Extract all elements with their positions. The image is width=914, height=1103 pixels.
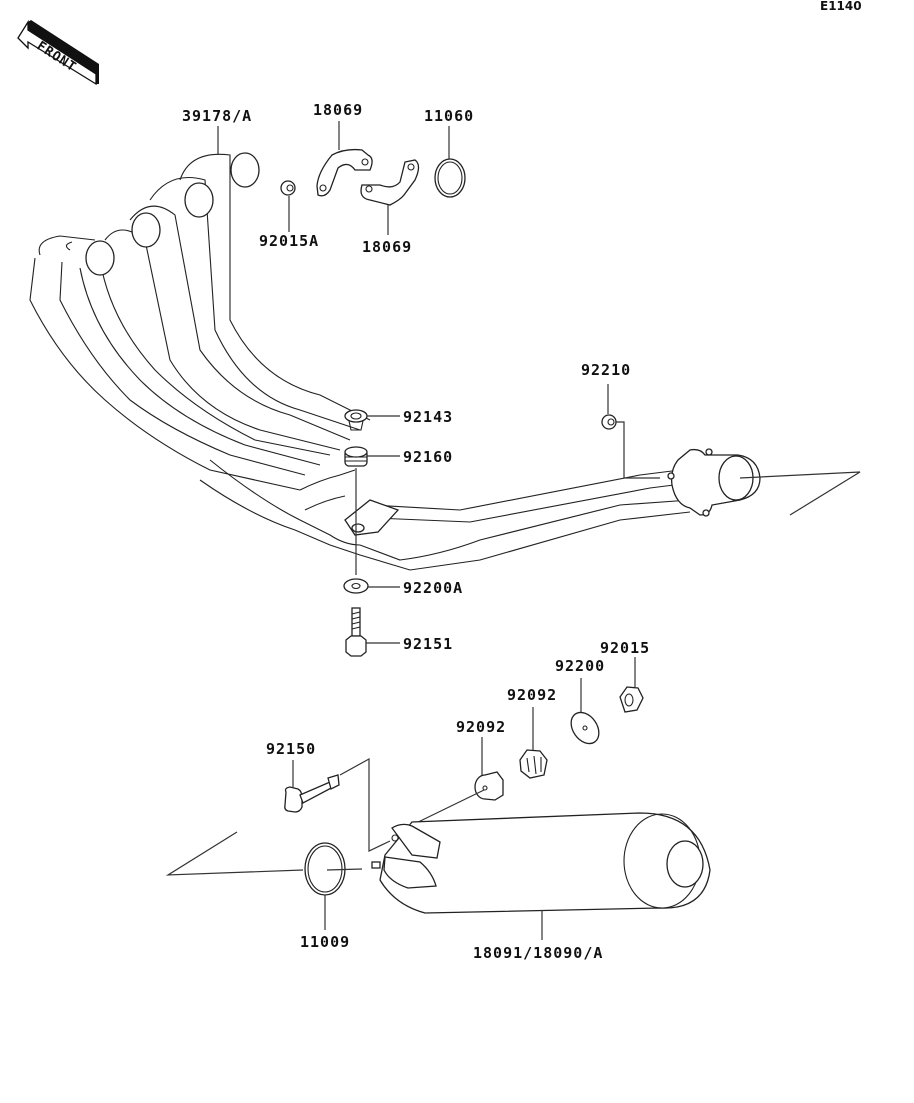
part-11060 xyxy=(434,126,466,198)
label-92150: 92150 xyxy=(266,740,316,758)
part-92143 xyxy=(344,409,400,431)
label-18091-18090A: 18091/18090/A xyxy=(473,944,603,962)
part-92200 xyxy=(570,678,600,745)
part-18069-upper xyxy=(316,121,373,197)
label-18069-upper: 18069 xyxy=(313,101,363,119)
part-92092-upper xyxy=(519,707,548,779)
label-39178: 39178/A xyxy=(182,107,252,125)
label-18069-lower: 18069 xyxy=(362,238,412,256)
diagram-code: E1140 xyxy=(820,0,862,13)
part-11009 xyxy=(165,831,363,930)
label-11060: 11060 xyxy=(424,107,474,125)
label-92015A: 92015A xyxy=(259,232,319,250)
part-92150 xyxy=(284,757,391,852)
collector-outlet xyxy=(667,448,861,517)
label-92092-lower: 92092 xyxy=(456,718,506,736)
part-92151 xyxy=(345,607,400,657)
part-92092-lower xyxy=(409,737,504,827)
header-pipes xyxy=(29,152,691,571)
label-11009: 11009 xyxy=(300,933,350,951)
part-92160 xyxy=(344,446,400,575)
label-92151: 92151 xyxy=(403,635,453,653)
label-92092-upper: 92092 xyxy=(507,686,557,704)
part-92015 xyxy=(619,657,644,713)
label-92143: 92143 xyxy=(403,408,453,426)
part-18069-lower xyxy=(360,159,420,235)
collector-clamp xyxy=(344,499,400,536)
label-92160: 92160 xyxy=(403,448,453,466)
part-muffler xyxy=(371,812,711,940)
part-92200A xyxy=(343,578,400,594)
label-92210: 92210 xyxy=(581,361,631,379)
label-92200A: 92200A xyxy=(403,579,463,597)
part-92210 xyxy=(601,384,660,479)
part-92015A xyxy=(280,180,296,232)
label-92015: 92015 xyxy=(600,639,650,657)
label-92200: 92200 xyxy=(555,657,605,675)
front-arrow-icon: FRONT xyxy=(17,19,99,86)
